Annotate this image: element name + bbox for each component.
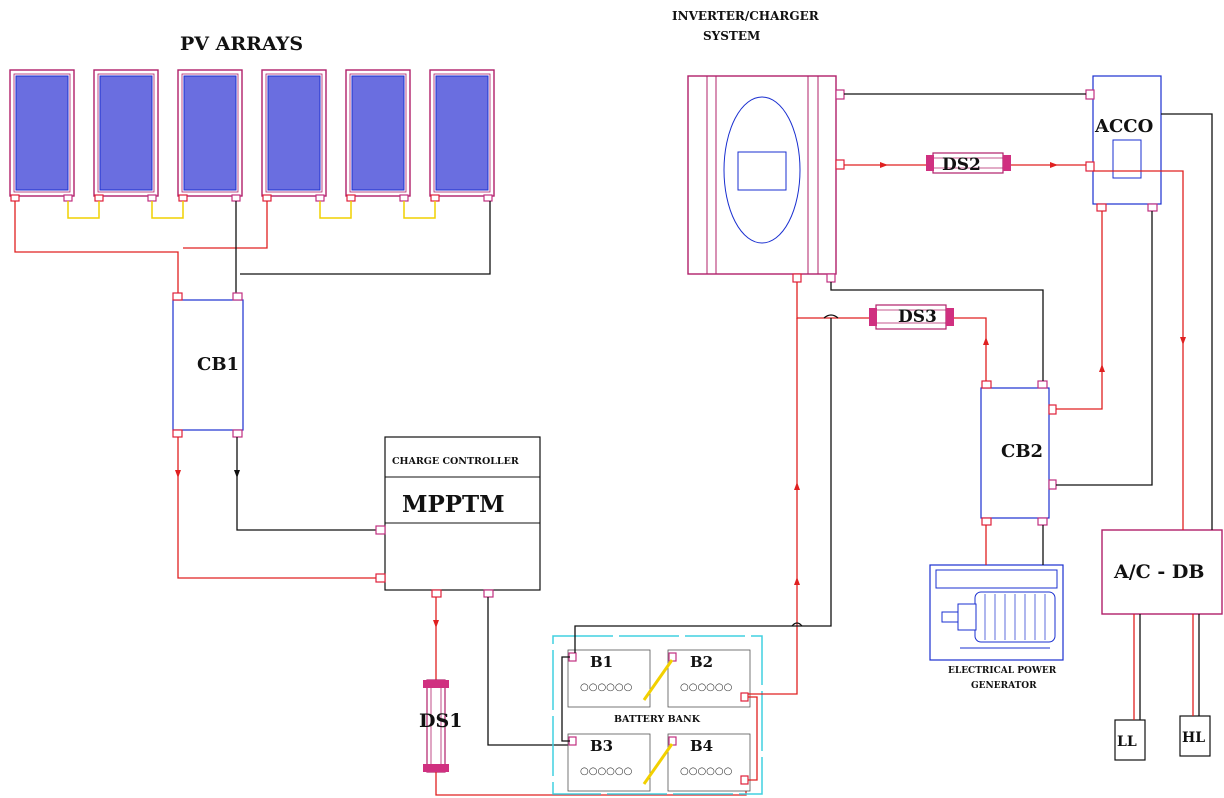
ds1-switch: DS1 (419, 679, 462, 773)
load-hl: HL (1179, 715, 1211, 757)
controller-output-wiring (433, 597, 570, 746)
electrical-power-generator: ELECTRICAL POWER GENERATOR (929, 564, 1064, 691)
battery-b4 (667, 733, 751, 792)
load-ll: LL (1114, 719, 1146, 761)
battery-b4-cells: ○○○○○○ (680, 766, 732, 777)
acco-label: ACCO (1094, 116, 1153, 137)
inverter-title-line2: SYSTEM (703, 29, 760, 43)
cb2-label: CB2 (1001, 441, 1043, 462)
cb1-breaker: CB1 (172, 292, 244, 438)
battery-b3 (567, 733, 651, 792)
pv-panel-5 (345, 69, 411, 197)
ds2-label: DS2 (942, 155, 981, 175)
battery-bank-label: BATTERY BANK (614, 714, 701, 725)
battery-b4-label: B4 (690, 737, 713, 755)
pv-panel-3 (177, 69, 243, 197)
generator-label-line2: GENERATOR (971, 681, 1037, 691)
acdb-label: A/C - DB (1113, 561, 1204, 583)
pv-panels (9, 69, 495, 197)
battery-b3-cells: ○○○○○○ (580, 766, 632, 777)
pv-string-wiring (14, 201, 491, 295)
mpptm-label: MPPTM (402, 491, 505, 518)
battery-b1-cells: ○○○○○○ (580, 682, 632, 693)
cb1-label: CB1 (197, 354, 239, 375)
inverter-title-line1: INVERTER/CHARGER (672, 9, 820, 23)
charge-controller-label: CHARGE CONTROLLER (392, 456, 519, 467)
ds3-label: DS3 (898, 307, 937, 327)
battery-b2-label: B2 (690, 653, 713, 671)
inverter-charger (687, 75, 845, 283)
ac-distribution-board: A/C - DB (1101, 529, 1223, 615)
ds2-switch: DS2 (926, 152, 1011, 175)
pv-panel-2 (93, 69, 159, 197)
ds1-label: DS1 (419, 710, 462, 732)
ds3-switch: DS3 (869, 304, 954, 330)
battery-b3-label: B3 (590, 737, 613, 755)
pv-arrays-title: PV ARRAYS (180, 33, 303, 55)
battery-bank: B1 ○○○○○○ B2 ○○○○○○ B3 ○○○○○○ B4 ○○○○○○ … (552, 635, 763, 795)
battery-b1 (567, 649, 651, 708)
charge-controller: CHARGE CONTROLLER MPPTM (375, 436, 541, 598)
acco-unit: ACCO (1085, 75, 1162, 212)
battery-b2-cells: ○○○○○○ (680, 682, 732, 693)
cb1-to-controller-wiring (175, 437, 378, 579)
pv-series-links (67, 201, 436, 219)
hl-label: HL (1182, 730, 1205, 746)
generator-label-line1: ELECTRICAL POWER (948, 666, 1057, 676)
pv-panel-1 (9, 69, 75, 197)
pv-panel-6 (429, 69, 495, 197)
pv-terminals (10, 194, 493, 202)
system-wiring (574, 93, 1213, 720)
ll-label: LL (1117, 734, 1137, 750)
battery-b2 (667, 649, 751, 708)
cb2-breaker: CB2 (980, 380, 1057, 526)
pv-panel-4 (261, 69, 327, 197)
battery-b1-label: B1 (590, 653, 613, 671)
